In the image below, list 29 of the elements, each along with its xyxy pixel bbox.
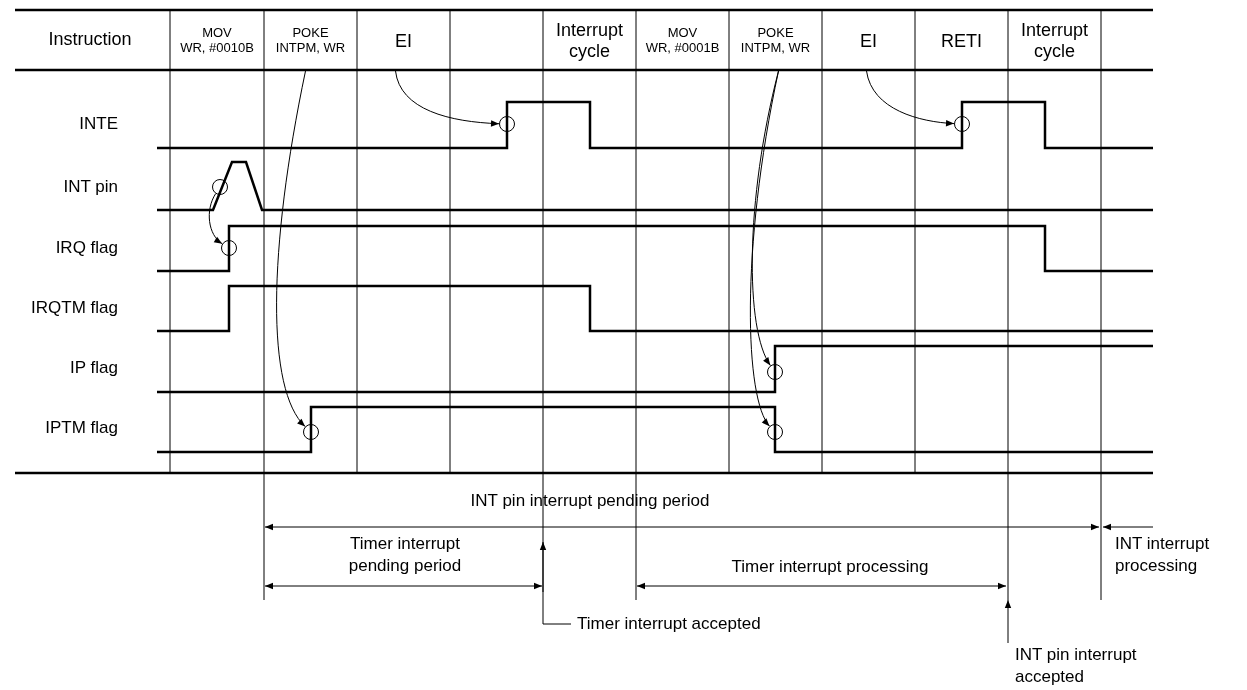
- signal-label: INTE: [78, 113, 118, 135]
- instruction-label: MOV WR, #0001B: [645, 26, 720, 56]
- signal-label: IPTM flag: [44, 417, 118, 439]
- period-label: INT pin interrupt pending period: [469, 490, 711, 512]
- arrow: [395, 70, 500, 127]
- instruction-label: EI: [860, 30, 877, 52]
- instruction-label: MOV WR, #0010B: [180, 26, 254, 56]
- signal-label: IRQ flag: [54, 237, 118, 259]
- instruction-label: Interrupt cycle: [555, 20, 623, 62]
- arrow: [866, 70, 955, 127]
- signal-label: INT pin: [62, 176, 118, 198]
- signal-label: IP flag: [69, 357, 118, 379]
- arrow: [749, 70, 779, 427]
- instruction-label: Interrupt cycle: [1020, 20, 1088, 62]
- instruction-label: EI: [395, 30, 412, 52]
- leader-line: [1004, 599, 1012, 644]
- period-label: Timer interrupt processing: [730, 556, 930, 578]
- arrow: [208, 193, 223, 245]
- annotation-text: INT pin interrupt accepted: [1015, 644, 1165, 689]
- instruction-label: RETI: [941, 30, 982, 52]
- annotation-text: Timer interrupt accepted: [577, 613, 837, 636]
- period-label: Timer interrupt pending period: [347, 533, 463, 578]
- instruction-label: POKE INTPM, WR: [275, 26, 346, 56]
- column-header: Instruction: [47, 28, 133, 51]
- instruction-label: POKE INTPM, WR: [740, 26, 811, 56]
- arrow: [276, 70, 306, 428]
- signal-label: IRQTM flag: [30, 297, 118, 319]
- period-label: INT interrupt processing: [1115, 533, 1211, 578]
- leader-line: [539, 541, 572, 625]
